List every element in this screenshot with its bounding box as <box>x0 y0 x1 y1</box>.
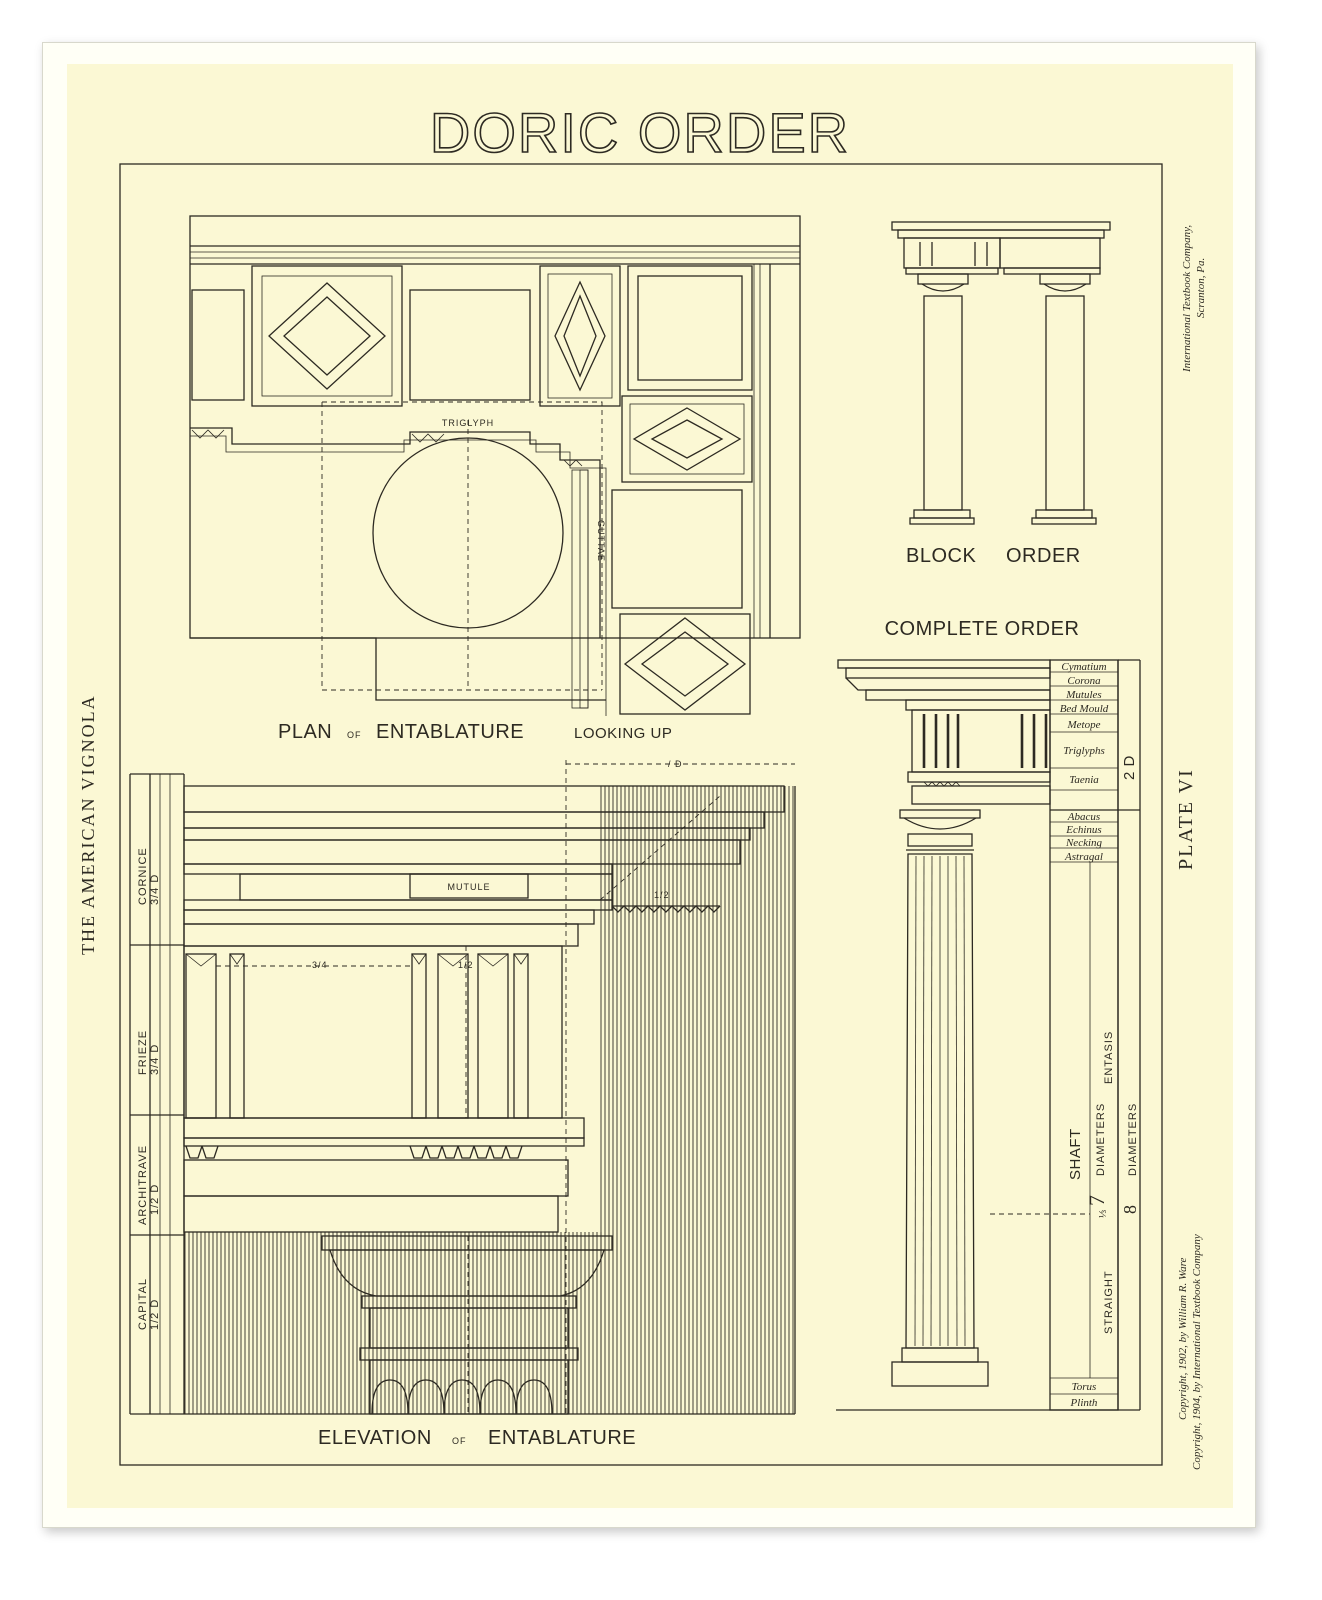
elevation-hatching-right <box>600 786 795 1414</box>
part-necking: Necking <box>1065 837 1103 849</box>
half-small-label: 1/2 <box>458 960 474 970</box>
scale-architrave-name: ARCHITRAVE <box>137 1145 149 1225</box>
straight-label: STRAIGHT <box>1103 1270 1115 1334</box>
part-bed-mould: Bed Mould <box>1060 703 1109 715</box>
half-diameter-label: 1/2 <box>654 890 670 900</box>
scale-capital-name: CAPITAL <box>137 1278 149 1330</box>
guttae-label: GUTTAE <box>596 520 606 562</box>
scale-capital-size: 1/2 D <box>149 1299 161 1330</box>
column-eight: 8 <box>1120 1205 1140 1214</box>
part-astragal: Astragal <box>1064 851 1103 863</box>
part-cymatium: Cymatium <box>1061 661 1106 673</box>
plate-number: PLATE VI <box>1175 768 1197 870</box>
elevation-caption-entablature: ENTABLATURE <box>488 1427 636 1449</box>
publisher-line-1: International Textbook Company, <box>1181 225 1193 373</box>
publisher-line-2: Scranton, Pa. <box>1195 258 1207 318</box>
entablature-2d: 2 D <box>1121 755 1138 780</box>
copyright-line-2: Copyright, 1904, by International Textbo… <box>1191 1234 1203 1470</box>
triglyph-label: TRIGLYPH <box>442 418 494 428</box>
column-diameters: DIAMETERS <box>1127 1103 1139 1176</box>
scale-cornice-size: 3/4 D <box>149 874 161 905</box>
plan-of-entablature: TRIGLYPH GUTTAE PLAN OF ENTABLATURE LOOK… <box>189 215 801 743</box>
scale-cornice-name: CORNICE <box>137 847 149 905</box>
elevation-scale: CORNICE 3/4 D FRIEZE 3/4 D ARCHITRAVE 1/… <box>129 773 185 1415</box>
part-torus: Torus <box>1072 1381 1097 1393</box>
elevation-caption-elevation: ELEVATION <box>318 1427 432 1449</box>
plan-caption-looking-up: LOOKING UP <box>574 725 672 742</box>
elevation-caption-of: OF <box>452 1436 467 1446</box>
plate-title: DORIC ORDER <box>430 101 850 164</box>
copyright-line-1: Copyright, 1902, by William R. Ware <box>1177 1258 1189 1420</box>
part-echinus: Echinus <box>1065 824 1101 836</box>
three-quarter-label: 3/4 <box>312 960 328 970</box>
complete-order-caption: COMPLETE ORDER <box>885 618 1080 640</box>
plan-caption-entablature: ENTABLATURE <box>376 721 524 743</box>
main-frame <box>119 163 1163 1466</box>
shaft-diameters: DIAMETERS <box>1095 1103 1107 1176</box>
shaft-label: SHAFT <box>1067 1128 1084 1180</box>
mutule-label: MUTULE <box>447 882 490 892</box>
part-mutules: Mutules <box>1065 689 1101 701</box>
part-abacus: Abacus <box>1067 811 1100 823</box>
scale-frieze-size: 3/4 D <box>149 1044 161 1075</box>
part-corona: Corona <box>1067 675 1101 687</box>
scale-architrave-size: 1/2 D <box>149 1184 161 1215</box>
plan-caption-of: OF <box>347 730 362 740</box>
block-order-diagram: BLOCK ORDER <box>891 221 1111 567</box>
elevation-of-entablature: CORNICE 3/4 D FRIEZE 3/4 D ARCHITRAVE 1/… <box>129 759 796 1449</box>
part-plinth: Plinth <box>1070 1397 1098 1409</box>
elevation-hatching-bottom <box>184 1232 604 1414</box>
block-order-caption-order: ORDER <box>1006 545 1081 567</box>
one-diameter-label: / D <box>668 759 683 769</box>
book-title-vertical: THE AMERICAN VIGNOLA <box>78 694 98 955</box>
plan-caption-plan: PLAN <box>278 721 332 743</box>
part-taenia: Taenia <box>1069 774 1099 786</box>
shaft-third: ⅓ <box>1097 1210 1109 1218</box>
shaft-seven: 7 <box>1084 1195 1109 1206</box>
complete-order-diagram: COMPLETE ORDER <box>836 618 1141 1411</box>
part-metope: Metope <box>1067 719 1101 731</box>
scale-frieze-name: FRIEZE <box>137 1030 149 1075</box>
entasis-label: ENTASIS <box>1103 1031 1115 1084</box>
part-triglyphs: Triglyphs <box>1063 745 1105 757</box>
block-order-caption-block: BLOCK <box>906 545 976 567</box>
